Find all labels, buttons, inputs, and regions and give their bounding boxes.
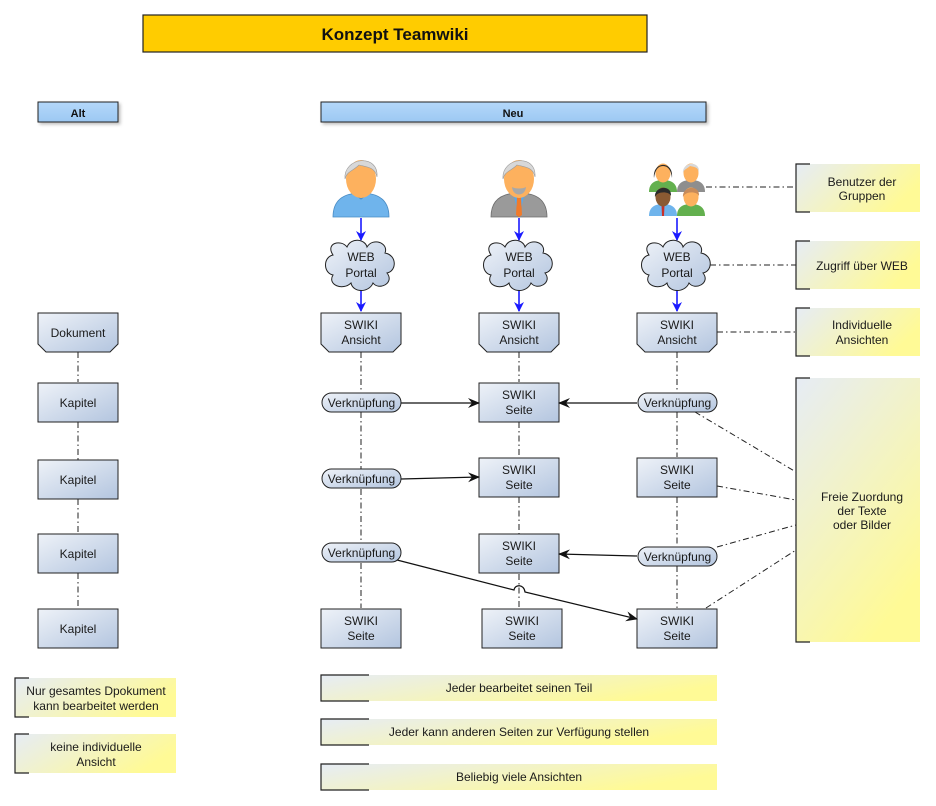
svg-text:Portal: Portal xyxy=(503,266,534,280)
svg-text:keine individuelle: keine individuelle xyxy=(50,740,142,754)
swiki-page-node: SWIKI Seite xyxy=(636,457,718,498)
svg-text:SWIKI: SWIKI xyxy=(502,318,536,332)
svg-text:Ansicht: Ansicht xyxy=(76,755,116,769)
svg-text:Verknüpfung: Verknüpfung xyxy=(328,396,395,410)
page-title: Konzept Teamwiki xyxy=(321,25,468,44)
svg-text:Verknüpfung: Verknüpfung xyxy=(644,550,711,564)
web-portal-cloud: WEB Portal xyxy=(641,239,711,291)
user-icon xyxy=(332,160,390,218)
swiki-view-node: SWIKI Ansicht xyxy=(478,312,560,353)
svg-text:WEB: WEB xyxy=(347,250,374,264)
side-note-views: Individuelle Ansichten xyxy=(795,307,920,357)
svg-text:Seite: Seite xyxy=(505,554,533,568)
svg-text:Kapitel: Kapitel xyxy=(60,547,97,561)
swiki-page-node: SWIKI Seite xyxy=(478,457,560,498)
svg-text:SWIKI: SWIKI xyxy=(344,614,378,628)
svg-text:SWIKI: SWIKI xyxy=(505,614,539,628)
link-pill: Verknüpfung xyxy=(321,392,402,413)
svg-text:Kapitel: Kapitel xyxy=(60,622,97,636)
link-pill: Verknüpfung xyxy=(637,546,718,567)
header-neu-label: Neu xyxy=(503,108,524,120)
svg-text:Ansicht: Ansicht xyxy=(657,333,697,347)
svg-text:Seite: Seite xyxy=(505,478,533,492)
new-note-share-pages: Jeder kann anderen Seiten zur Verfügung … xyxy=(320,718,717,746)
svg-text:Ansicht: Ansicht xyxy=(341,333,381,347)
link-arrows xyxy=(396,398,638,622)
old-note-whole-document: Nur gesamtes Dpokument kann bearbeitet w… xyxy=(14,677,176,718)
svg-text:Kapitel: Kapitel xyxy=(60,473,97,487)
svg-text:Jeder kann anderen Seiten zur: Jeder kann anderen Seiten zur Verfügung … xyxy=(389,725,649,739)
svg-text:Seite: Seite xyxy=(508,629,536,643)
new-note-many-views: Beliebig viele Ansichten xyxy=(320,763,717,791)
link-pill: Verknüpfung xyxy=(321,542,402,563)
svg-text:SWIKI: SWIKI xyxy=(502,463,536,477)
svg-text:Portal: Portal xyxy=(661,266,692,280)
svg-text:Ansicht: Ansicht xyxy=(499,333,539,347)
svg-text:SWIKI: SWIKI xyxy=(502,539,536,553)
side-note-free-assignment: Freie Zuordung der Texte oder Bilder xyxy=(795,377,920,643)
svg-text:WEB: WEB xyxy=(663,250,690,264)
swiki-page-node: SWIKI Seite xyxy=(636,608,718,649)
link-pill: Verknüpfung xyxy=(321,468,402,489)
svg-text:Seite: Seite xyxy=(663,478,691,492)
svg-text:Jeder bearbeitet seinen Teil: Jeder bearbeitet seinen Teil xyxy=(446,681,593,695)
connector-lines xyxy=(77,186,797,609)
user-group-icon xyxy=(649,163,705,216)
link-pill: Verknüpfung xyxy=(637,392,718,413)
side-note-access: Zugriff über WEB xyxy=(795,240,920,290)
new-note-edit-own-part: Jeder bearbeitet seinen Teil xyxy=(320,674,717,702)
svg-text:Seite: Seite xyxy=(663,629,691,643)
svg-text:Verknüpfung: Verknüpfung xyxy=(644,396,711,410)
chapter-node: Kapitel xyxy=(37,382,119,423)
header-alt-label: Alt xyxy=(71,108,86,120)
swiki-page-node: SWIKI Seite xyxy=(481,608,563,649)
svg-text:SWIKI: SWIKI xyxy=(660,318,694,332)
web-portal-cloud: WEB Portal xyxy=(325,239,395,291)
svg-text:kann bearbeitet werden: kann bearbeitet werden xyxy=(33,699,158,713)
svg-text:Benutzer der: Benutzer der xyxy=(828,175,897,189)
svg-text:Zugriff über WEB: Zugriff über WEB xyxy=(816,259,908,273)
svg-text:Seite: Seite xyxy=(505,403,533,417)
swiki-view-node: SWIKI Ansicht xyxy=(320,312,402,353)
svg-text:Beliebig viele Ansichten: Beliebig viele Ansichten xyxy=(456,770,582,784)
svg-text:Ansichten: Ansichten xyxy=(836,333,889,347)
svg-text:SWIKI: SWIKI xyxy=(660,614,694,628)
svg-text:Dokument: Dokument xyxy=(51,326,106,340)
chapter-node: Kapitel xyxy=(37,459,119,500)
title-banner: Konzept Teamwiki xyxy=(142,14,648,53)
svg-text:Nur gesamtes Dpokument: Nur gesamtes Dpokument xyxy=(26,684,166,698)
svg-text:Verknüpfung: Verknüpfung xyxy=(328,472,395,486)
svg-text:WEB: WEB xyxy=(505,250,532,264)
svg-text:Kapitel: Kapitel xyxy=(60,396,97,410)
side-note-users: Benutzer der Gruppen xyxy=(795,163,920,213)
svg-text:der Texte: der Texte xyxy=(837,504,886,518)
swiki-page-node: SWIKI Seite xyxy=(478,382,560,423)
access-flow-arrows xyxy=(356,218,682,312)
swiki-view-node: SWIKI Ansicht xyxy=(636,312,718,353)
svg-text:SWIKI: SWIKI xyxy=(502,388,536,402)
svg-text:SWIKI: SWIKI xyxy=(344,318,378,332)
svg-text:SWIKI: SWIKI xyxy=(660,463,694,477)
document-node: Dokument xyxy=(37,312,119,353)
header-neu xyxy=(320,101,707,123)
svg-text:Portal: Portal xyxy=(345,266,376,280)
chapter-node: Kapitel xyxy=(37,608,119,649)
svg-text:Gruppen: Gruppen xyxy=(839,189,886,203)
svg-text:Individuelle: Individuelle xyxy=(832,318,892,332)
old-note-no-view: keine individuelle Ansicht xyxy=(14,733,176,774)
web-portal-cloud: WEB Portal xyxy=(483,239,553,291)
svg-text:Seite: Seite xyxy=(347,629,375,643)
swiki-page-node: SWIKI Seite xyxy=(478,533,560,574)
svg-text:Freie Zuordung: Freie Zuordung xyxy=(821,490,903,504)
header-alt xyxy=(37,101,119,123)
swiki-page-node: SWIKI Seite xyxy=(320,608,402,649)
manager-user-icon xyxy=(490,160,548,218)
svg-text:oder Bilder: oder Bilder xyxy=(833,518,891,532)
chapter-node: Kapitel xyxy=(37,533,119,574)
svg-text:Verknüpfung: Verknüpfung xyxy=(328,546,395,560)
